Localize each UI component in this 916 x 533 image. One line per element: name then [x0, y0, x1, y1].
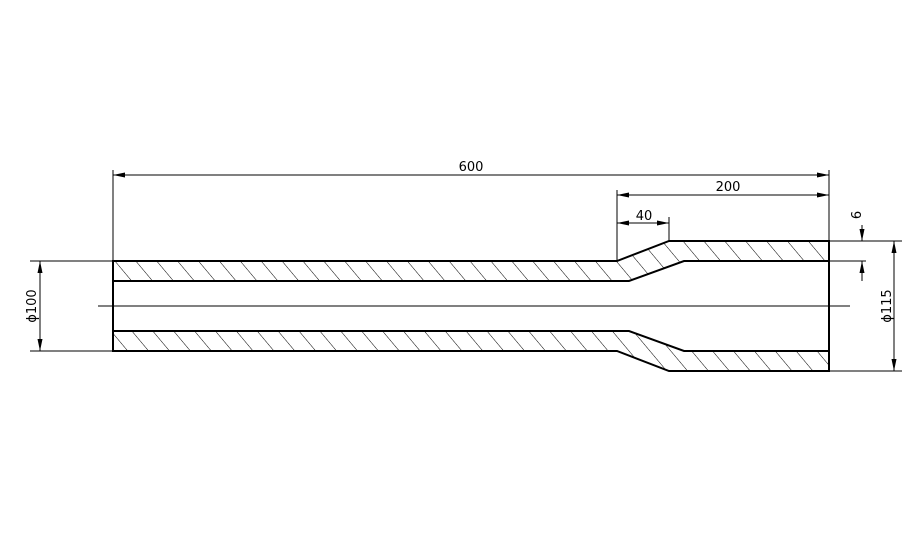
upper-wall-section: [112, 240, 830, 282]
dimension-phi115-label: ϕ115: [880, 289, 895, 322]
dimension-6-label: 6: [850, 211, 865, 219]
dimension-taper: 40: [617, 209, 670, 241]
dimension-200-label: 200: [716, 180, 741, 195]
dimension-wall-offset: 6: [829, 211, 872, 281]
dimension-600-label: 600: [459, 160, 484, 175]
dimension-phi100-label: ϕ100: [25, 289, 40, 322]
dimension-total-length: 600: [112, 160, 830, 261]
dimension-right-section: 200: [616, 180, 829, 261]
lower-wall-section: [112, 330, 830, 372]
dimension-40-label: 40: [636, 209, 653, 224]
dimension-right-diameter: ϕ115: [829, 240, 902, 372]
dimension-left-diameter: ϕ100: [25, 260, 113, 352]
